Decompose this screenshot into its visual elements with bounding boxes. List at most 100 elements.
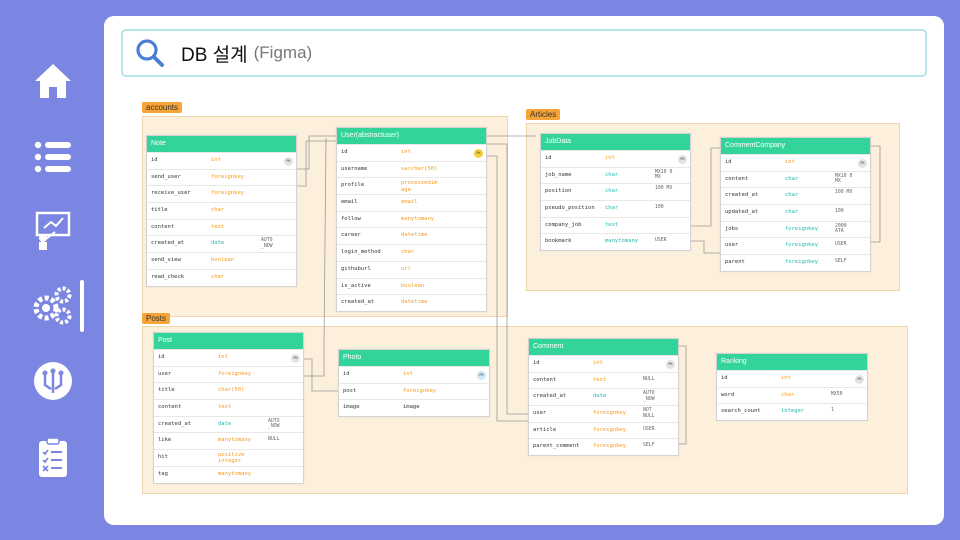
field-name: id bbox=[343, 371, 350, 377]
primary-key-icon: PK bbox=[284, 157, 293, 166]
field-name: user bbox=[725, 242, 739, 249]
field-name: image bbox=[343, 404, 360, 411]
field-type: foreignkey bbox=[211, 173, 245, 180]
table-title: JobData bbox=[541, 134, 690, 150]
field-name: send_view bbox=[151, 257, 181, 264]
active-indicator bbox=[80, 280, 84, 332]
presentation-icon bbox=[35, 211, 71, 250]
table-title: Post bbox=[154, 333, 303, 349]
table-row: read_check char bbox=[147, 268, 296, 286]
nav-checklist[interactable] bbox=[30, 434, 76, 480]
field-type: url bbox=[401, 265, 411, 272]
page-subtitle: (Figma) bbox=[253, 43, 313, 62]
field-type: int bbox=[211, 157, 221, 163]
table-row: send_view boolean bbox=[147, 252, 296, 269]
table-row: send_user foreignkey bbox=[147, 168, 296, 186]
field-name: article bbox=[533, 426, 557, 433]
field-name: created_at bbox=[725, 192, 759, 199]
field-note: USER bbox=[655, 238, 667, 244]
field-name: username bbox=[341, 165, 368, 172]
field-name: user bbox=[158, 370, 172, 377]
field-note: USER bbox=[643, 426, 655, 432]
field-type: manytomany bbox=[605, 238, 639, 245]
field-name: tag bbox=[158, 470, 168, 477]
field-name: hit bbox=[158, 454, 168, 461]
field-name: position bbox=[545, 188, 572, 195]
field-name: career bbox=[341, 232, 361, 239]
field-type: int bbox=[785, 159, 795, 165]
field-note: AUTO _NOW bbox=[643, 391, 655, 402]
nav-list[interactable] bbox=[30, 134, 76, 180]
field-name: id bbox=[341, 149, 348, 155]
field-type: boolean bbox=[211, 257, 235, 264]
field-name: send_user bbox=[151, 173, 181, 180]
field-name: title bbox=[151, 207, 168, 214]
field-name: id bbox=[151, 157, 158, 163]
field-type: char bbox=[785, 192, 799, 199]
field-note: USER bbox=[835, 242, 847, 248]
table-row: title char bbox=[147, 202, 296, 219]
field-name: follow bbox=[341, 215, 361, 222]
field-name: bookmark bbox=[545, 238, 572, 245]
field-type: int bbox=[218, 354, 228, 360]
field-note: AUTO _NOW bbox=[261, 238, 273, 249]
field-type: char bbox=[211, 207, 225, 214]
field-name: email bbox=[341, 199, 358, 206]
field-note: MX10 0 MX bbox=[835, 173, 853, 185]
field-type: processedim age bbox=[401, 180, 438, 193]
field-name: parent bbox=[725, 259, 745, 266]
field-type: char bbox=[605, 171, 619, 178]
nav-home[interactable] bbox=[30, 58, 76, 104]
nav-circuit[interactable] bbox=[30, 358, 76, 404]
nav-presentation[interactable] bbox=[30, 207, 76, 253]
field-name: content bbox=[725, 175, 749, 182]
field-name: post bbox=[343, 387, 357, 394]
field-name: receive_user bbox=[151, 190, 191, 197]
field-type: char bbox=[211, 273, 225, 280]
field-name: id bbox=[545, 155, 552, 161]
nav-settings[interactable] bbox=[30, 282, 76, 328]
field-note: 2000 ATA bbox=[835, 223, 847, 235]
table-title: Ranking bbox=[717, 354, 867, 370]
field-note: AUTO _NOW bbox=[268, 418, 280, 430]
page-title: DB 설계 bbox=[181, 44, 248, 66]
field-type: foreignkey bbox=[593, 443, 627, 450]
field-name: created_at bbox=[151, 240, 185, 247]
primary-key-icon: PK bbox=[291, 354, 300, 363]
primary-key-icon: PK bbox=[666, 360, 675, 369]
table-title: Photo bbox=[339, 350, 489, 366]
field-name: created_at bbox=[533, 393, 567, 400]
search-bar[interactable]: DB 설계 (Figma) bbox=[121, 29, 927, 77]
field-name: id bbox=[533, 360, 540, 366]
primary-key-icon: PK bbox=[474, 149, 483, 158]
field-name: content bbox=[151, 223, 175, 230]
group-label-accounts: accounts bbox=[142, 102, 183, 113]
field-name: read_check bbox=[151, 273, 185, 280]
field-type: char(50) bbox=[218, 387, 245, 394]
